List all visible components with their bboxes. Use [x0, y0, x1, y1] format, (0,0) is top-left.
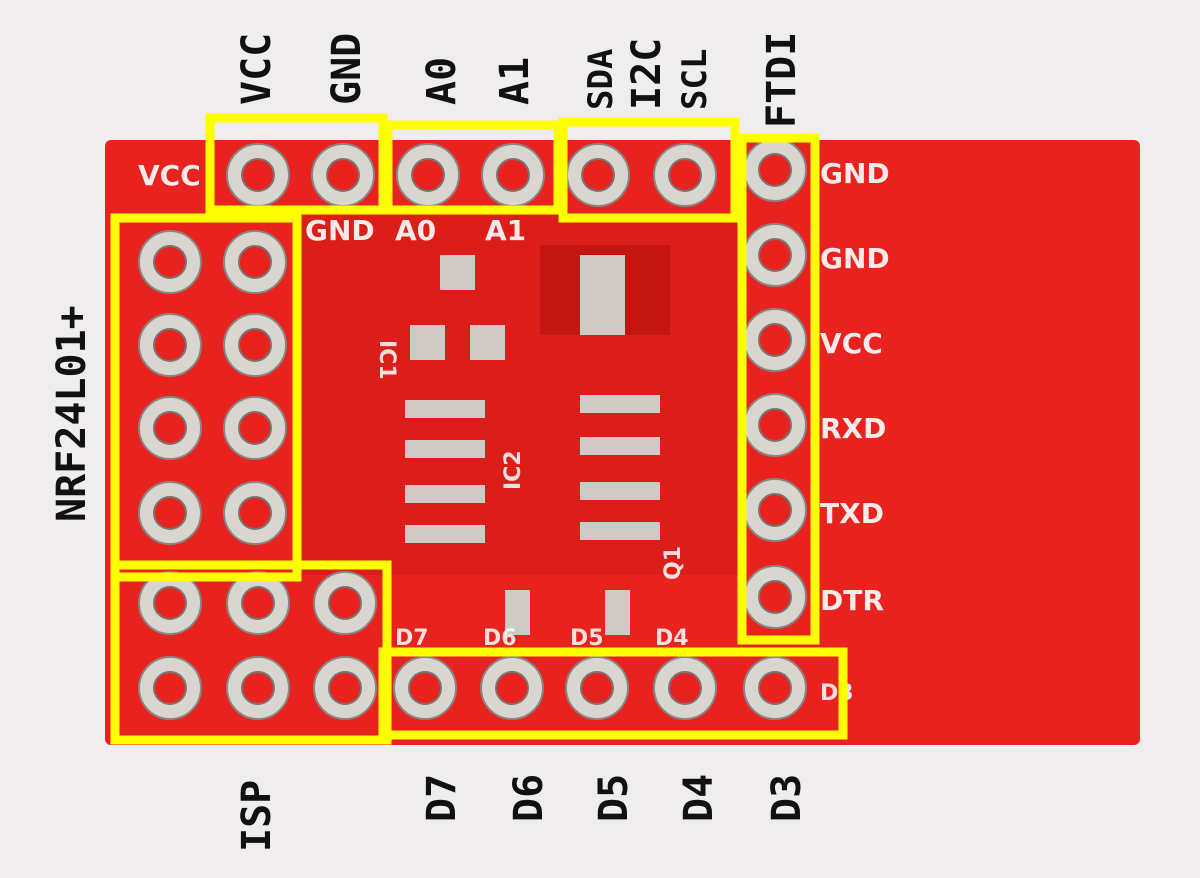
pad-hole: [153, 411, 187, 445]
pcb-traces-area: [300, 215, 740, 575]
silk-a0: A0: [395, 214, 436, 247]
pad-hole: [238, 328, 272, 362]
pad-hole: [758, 408, 792, 442]
silk-rxd: RXD: [820, 412, 886, 445]
smd-resistors: [405, 395, 660, 635]
pad-hole: [241, 671, 275, 705]
silk-d7: D7: [395, 626, 429, 651]
label-d4: D4: [676, 774, 722, 822]
label-d7: D7: [419, 774, 465, 822]
pad-hole: [495, 671, 529, 705]
pad-hole: [153, 245, 187, 279]
silk-vcc-2: VCC: [820, 327, 883, 360]
silk-ic1: IC1: [374, 340, 399, 380]
ic1-pad: [440, 255, 475, 290]
pad-hole: [758, 323, 792, 357]
highlight-address: [383, 120, 563, 215]
silk-a1: A1: [485, 214, 526, 247]
silk-ic2: IC2: [501, 450, 526, 490]
label-ftdi: FTDI: [759, 32, 805, 128]
highlight-nrf: [110, 213, 302, 582]
highlight-ftdi: [737, 133, 820, 645]
pad-hole: [758, 493, 792, 527]
ic2-pad: [580, 255, 625, 335]
pad-hole: [581, 158, 615, 192]
silk-gnd: GND: [305, 214, 375, 247]
pad-hole: [153, 671, 187, 705]
highlight-i2c: [558, 117, 740, 223]
silk-gnd-1: GND: [820, 157, 890, 190]
pad-hole: [326, 158, 360, 192]
label-nrf24l01: NRF24L01+: [49, 305, 95, 522]
pad-hole: [758, 238, 792, 272]
pad-hole: [238, 411, 272, 445]
pad-hole: [153, 496, 187, 530]
silk-d3: D3: [820, 681, 854, 706]
pad-hole: [580, 671, 614, 705]
pad-hole: [411, 158, 445, 192]
ic1-pad: [410, 325, 445, 360]
label-gnd: GND: [324, 33, 370, 105]
silk-q1: Q1: [661, 546, 686, 580]
silk-d5: D5: [570, 626, 604, 651]
pad-hole: [408, 671, 442, 705]
label-scl: SCL: [675, 49, 715, 110]
pad-hole: [328, 671, 362, 705]
pad-hole: [241, 158, 275, 192]
pad-hole: [758, 153, 792, 187]
label-a0: A0: [419, 57, 465, 105]
label-d5: D5: [591, 774, 637, 822]
ic1-pad: [470, 325, 505, 360]
highlight-digital: [378, 647, 848, 740]
silk-gnd-2: GND: [820, 242, 890, 275]
pad-hole: [328, 586, 362, 620]
pad-hole: [238, 245, 272, 279]
pad-hole: [668, 671, 702, 705]
pad-hole: [153, 328, 187, 362]
label-isp: ISP: [234, 780, 280, 852]
label-vcc: VCC: [234, 33, 280, 105]
pad-hole: [758, 671, 792, 705]
pad-hole: [758, 580, 792, 614]
highlight-power: [205, 113, 388, 215]
label-a1: A1: [492, 57, 538, 105]
pad-hole: [153, 586, 187, 620]
silk-d6: D6: [483, 626, 517, 651]
silk-txd: TXD: [820, 497, 884, 530]
silk-dtr: DTR: [820, 584, 884, 617]
silk-d4: D4: [655, 626, 689, 651]
pad-hole: [496, 158, 530, 192]
silk-vcc: VCC: [138, 159, 201, 192]
label-i2c: I2C: [624, 38, 670, 110]
label-d6: D6: [506, 774, 552, 822]
pad-hole: [668, 158, 702, 192]
pad-hole: [241, 586, 275, 620]
pads: [138, 138, 807, 720]
label-d3: D3: [764, 774, 810, 822]
label-sda: SDA: [581, 49, 621, 110]
pad-hole: [238, 496, 272, 530]
